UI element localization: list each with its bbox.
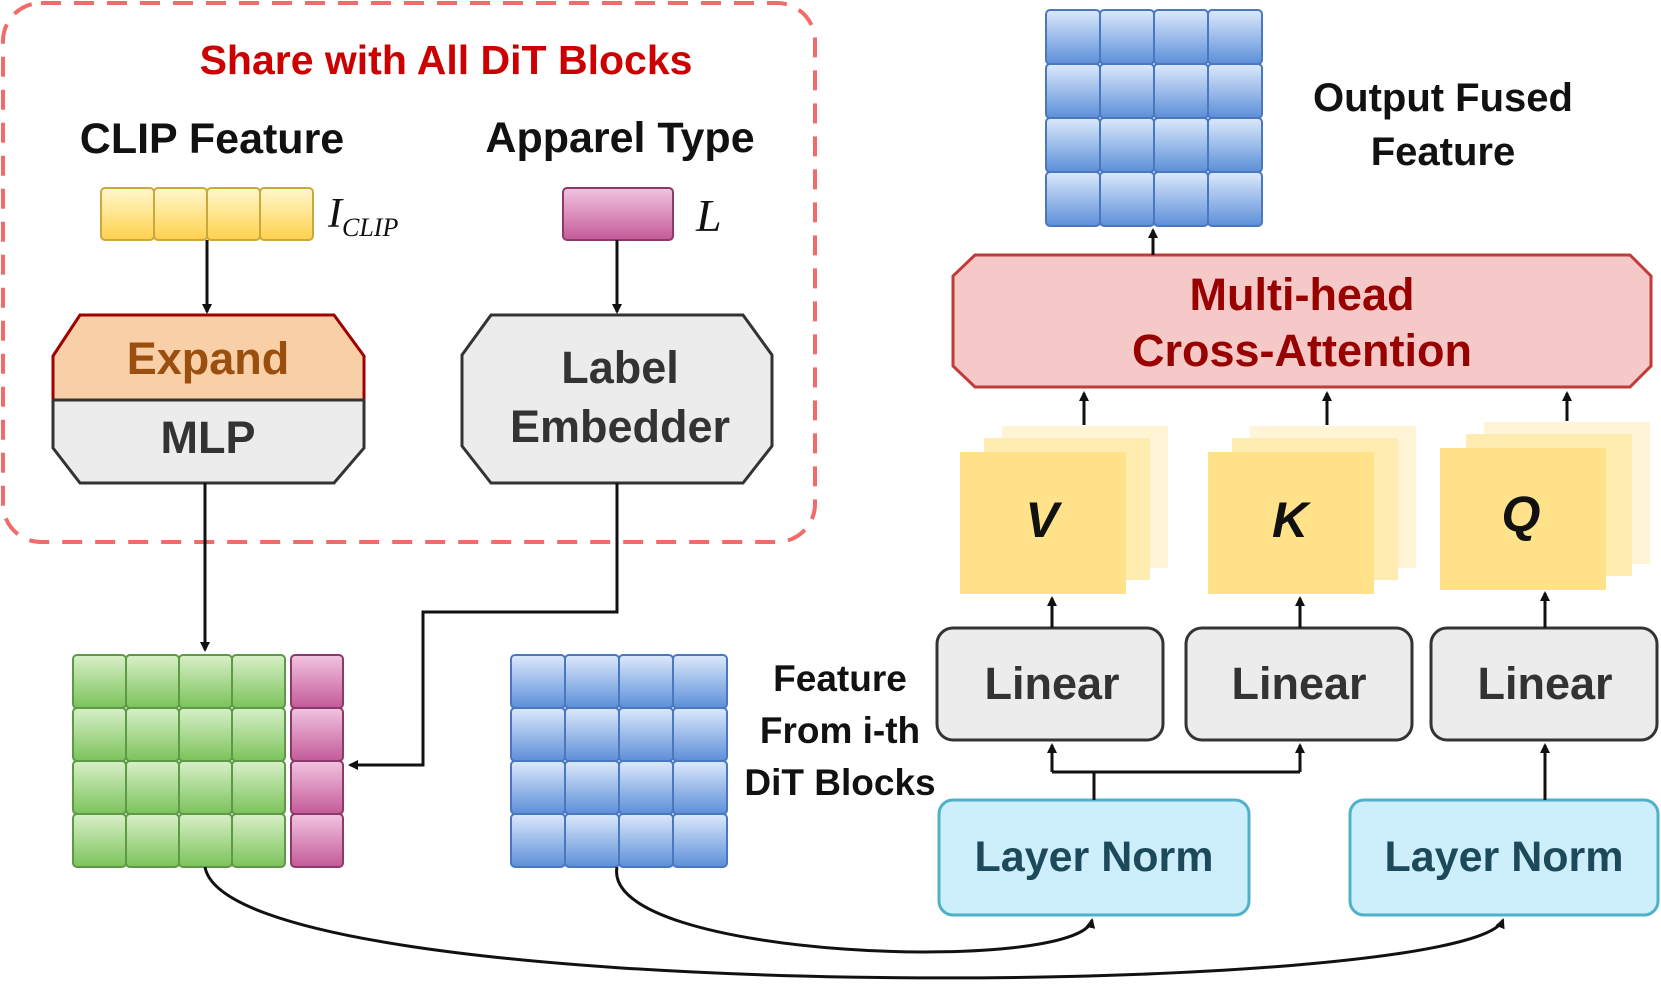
linear-q-label: Linear <box>1477 658 1612 709</box>
expand-label: Expand <box>127 333 290 384</box>
cross-attention-block <box>951 253 1653 389</box>
arrow-embedder-to-grid <box>348 483 619 770</box>
apparel-token <box>562 187 674 241</box>
layer-norm-left-label: Layer Norm <box>975 833 1214 881</box>
label-embedder-line2: Embedder <box>510 401 730 452</box>
v-stack: V <box>960 426 1168 594</box>
linear-v-label: Linear <box>984 658 1119 709</box>
q-label: Q <box>1502 486 1541 542</box>
v-label: V <box>1025 492 1062 548</box>
clip-symbol: ICLIP <box>327 191 398 242</box>
clip-symbol-subscript: CLIP <box>342 213 398 242</box>
linear-v <box>935 626 1165 742</box>
curve-dit-to-left-norm <box>615 866 1096 954</box>
label-embedder-line1: Label <box>561 342 679 393</box>
dit-feature-line1: Feature <box>773 658 907 699</box>
clip-token <box>153 187 208 241</box>
q-stack: Q <box>1440 422 1650 590</box>
curve-condition-to-right-norm <box>203 866 1505 980</box>
layer-norm-right-label: Layer Norm <box>1385 833 1624 881</box>
clip-feature-heading: CLIP Feature <box>80 115 344 163</box>
green-grid <box>72 654 286 868</box>
dit-feature-line3: DiT Blocks <box>744 762 935 803</box>
mlp-label: MLP <box>161 412 256 463</box>
clip-token-row <box>100 187 314 241</box>
layer-norm-right <box>1348 798 1660 917</box>
k-label: K <box>1272 492 1312 548</box>
dit-feature-grid <box>510 654 728 868</box>
output-label-line2: Feature <box>1371 130 1516 174</box>
output-feature-grid <box>1045 9 1263 227</box>
dit-feature-line2: From i-th <box>760 710 920 751</box>
apparel-type-heading: Apparel Type <box>485 114 754 162</box>
clip-token <box>259 187 314 241</box>
linear-k-label: Linear <box>1231 658 1366 709</box>
pink-column <box>290 654 344 868</box>
shared-group-title: Share with All DiT Blocks <box>200 37 693 83</box>
clip-token <box>100 187 155 241</box>
clip-token <box>206 187 261 241</box>
output-label-line1: Output Fused <box>1313 76 1573 120</box>
apparel-symbol: L <box>695 190 722 241</box>
shared-group-frame <box>1 1 817 544</box>
label-embedder-block <box>460 313 774 485</box>
cross-attention-line2: Cross-Attention <box>1132 325 1472 376</box>
cross-attention-line1: Multi-head <box>1190 269 1415 320</box>
combined-condition-grid <box>72 654 344 868</box>
k-stack: K <box>1208 426 1416 594</box>
